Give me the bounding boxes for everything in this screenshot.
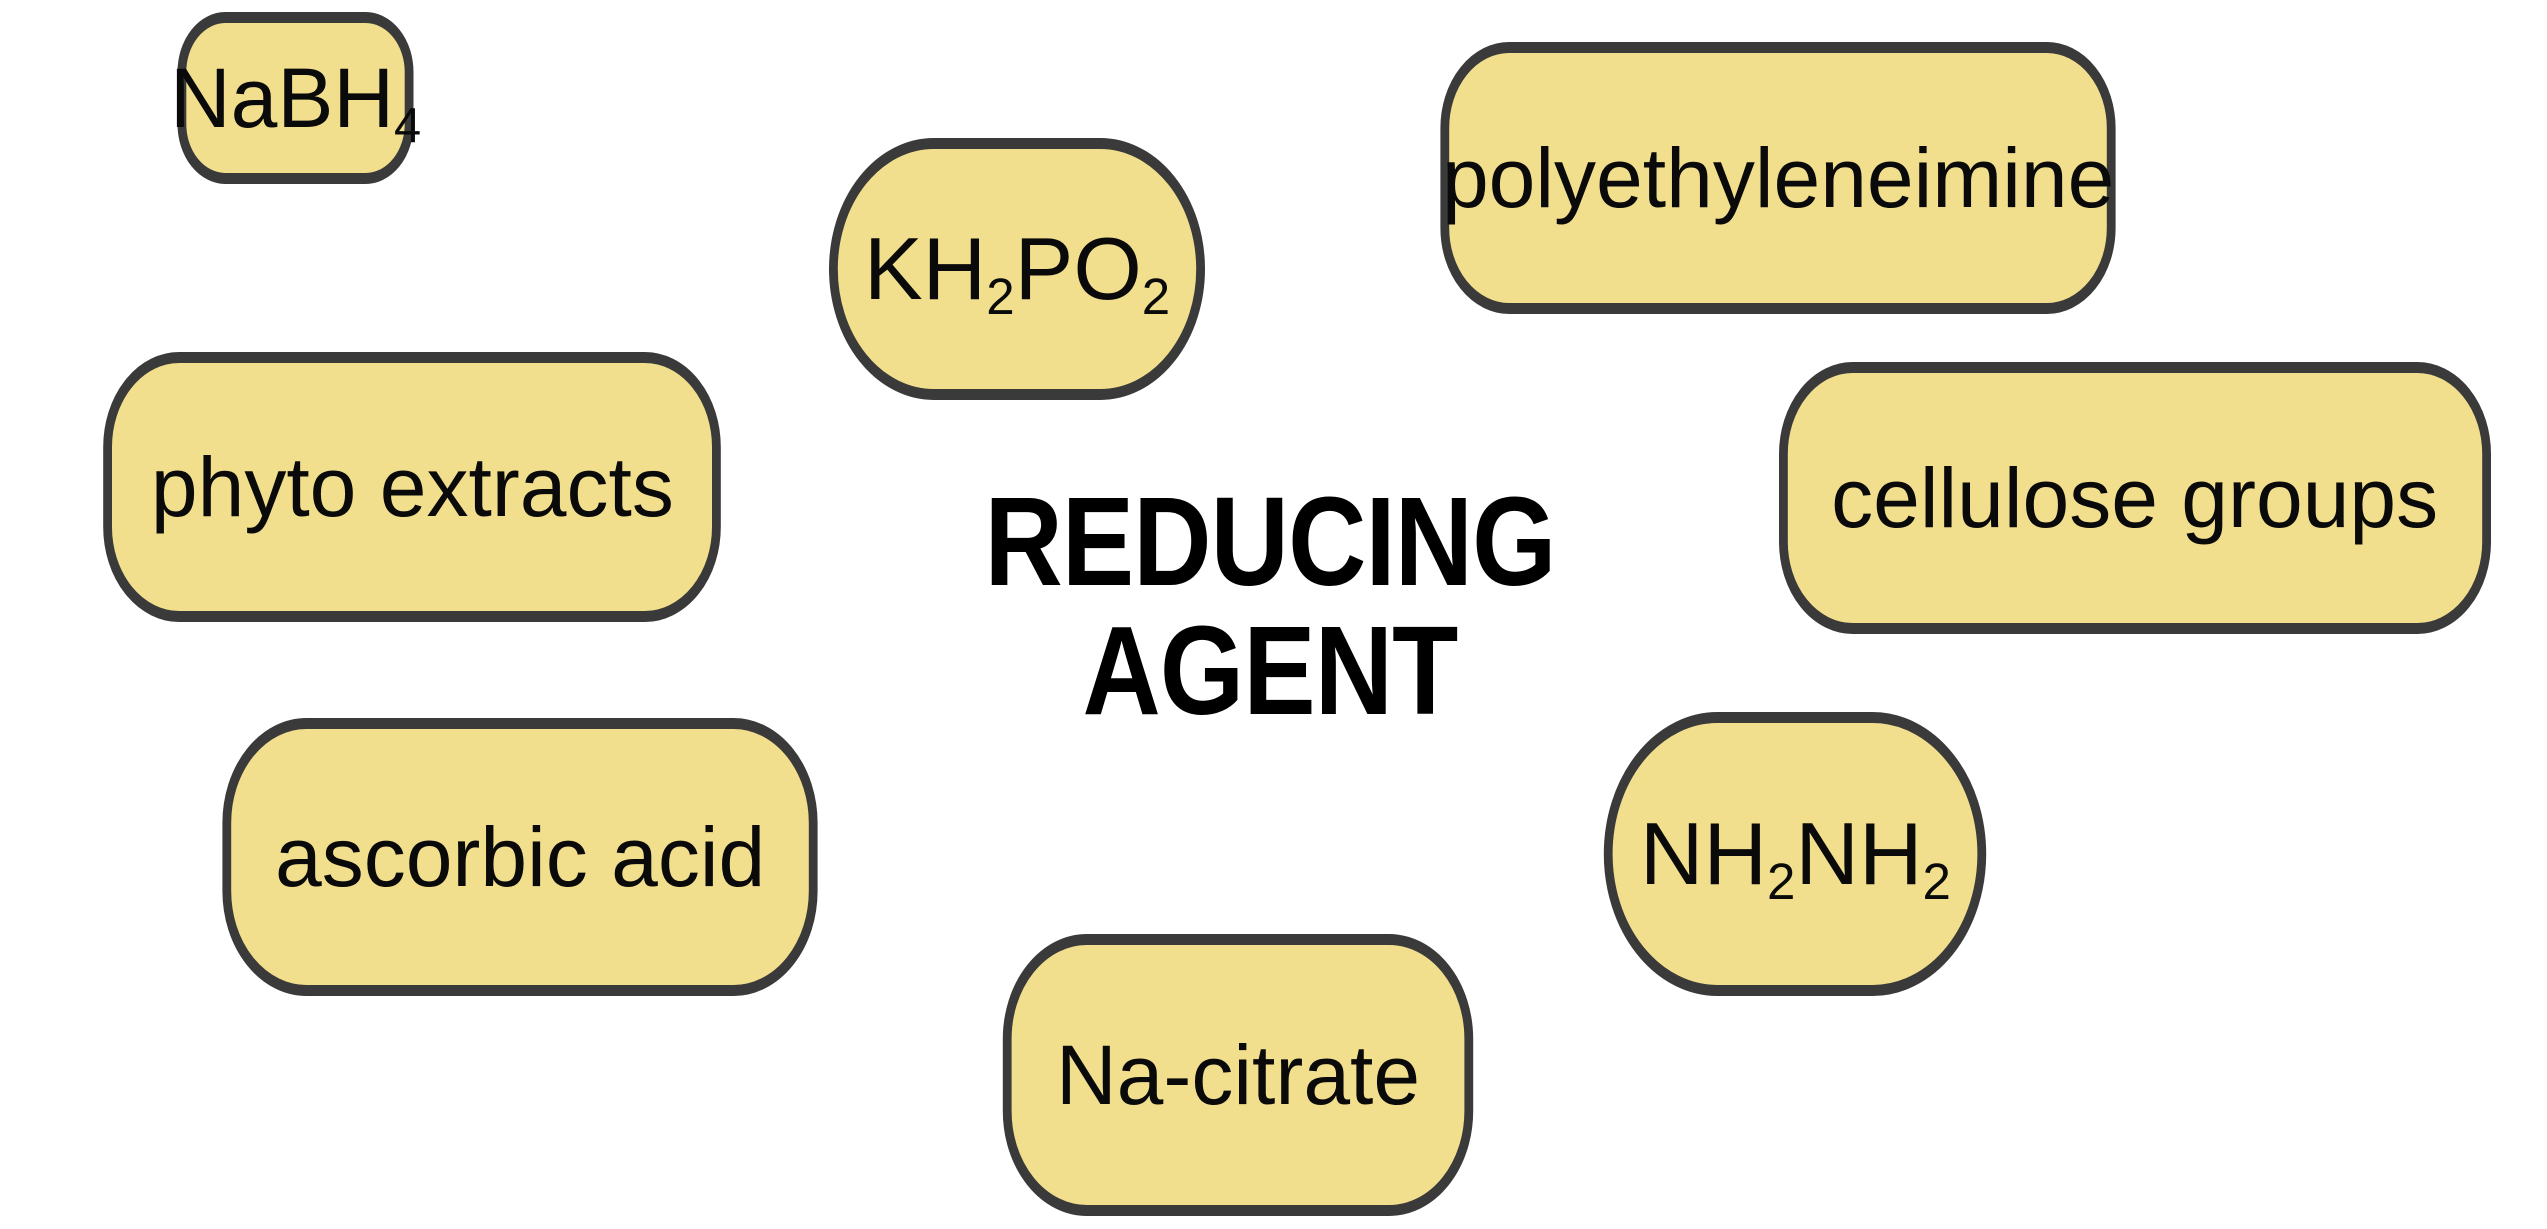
node-na-citrate-label: Na-citrate <box>1055 1028 1421 1122</box>
node-nh2nh2[interactable]: NH2NH2 <box>1603 712 1987 996</box>
node-ascorbic-acid-label: ascorbic acid <box>274 810 766 904</box>
node-nabh4-label: NaBH4 <box>169 51 422 153</box>
node-na-citrate[interactable]: Na-citrate <box>1002 934 1474 1216</box>
center-title: REDUCING AGENT <box>831 471 1708 741</box>
node-phyto-extracts[interactable]: phyto extracts <box>103 352 721 622</box>
center-title-line-1: REDUCING <box>984 471 1556 612</box>
center-title-line-2: AGENT <box>1082 599 1459 741</box>
node-cellulose-groups[interactable]: cellulose groups <box>1779 362 2491 634</box>
node-polyethyleneimine[interactable]: polyethyleneimine <box>1440 42 2116 314</box>
node-nh2nh2-label: NH2NH2 <box>1639 804 1951 911</box>
node-polyethyleneimine-label: polyethyleneimine <box>1441 131 2115 225</box>
node-ascorbic-acid[interactable]: ascorbic acid <box>222 718 818 996</box>
node-phyto-extracts-label: phyto extracts <box>150 440 674 534</box>
node-cellulose-groups-label: cellulose groups <box>1831 451 2439 545</box>
node-kh2po2[interactable]: KH2PO2 <box>829 138 1205 400</box>
node-kh2po2-label: KH2PO2 <box>863 219 1171 326</box>
node-nabh4[interactable]: NaBH4 <box>170 12 421 184</box>
